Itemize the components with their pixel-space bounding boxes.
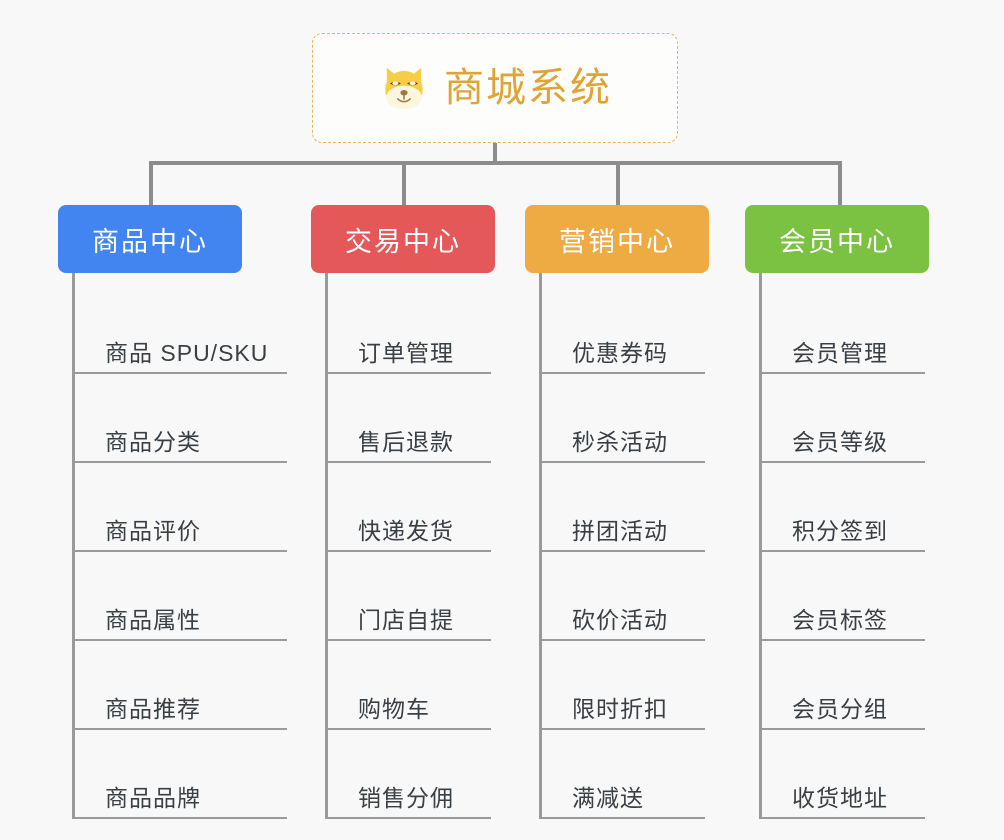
list-item[interactable]: 商品品牌 — [75, 730, 287, 819]
connector-drop-4 — [838, 161, 842, 207]
leaf-label: 收货地址 — [792, 784, 888, 811]
leaf-label: 商品推荐 — [105, 695, 201, 722]
leaf-label: 商品属性 — [105, 606, 201, 633]
list-item[interactable]: 售后退款 — [328, 374, 491, 463]
list-item[interactable]: 优惠券码 — [542, 285, 705, 374]
root-node[interactable]: 商城系统 — [312, 33, 678, 143]
list-item[interactable]: 积分签到 — [762, 463, 925, 552]
category-header-1[interactable]: 商品中心 — [58, 205, 242, 273]
connector-drop-3 — [616, 161, 620, 207]
shiba-dog-face-icon — [385, 67, 423, 110]
list-item[interactable]: 商品 SPU/SKU — [75, 285, 287, 374]
leaf-label: 砍价活动 — [572, 606, 668, 633]
category-column-3: 营销中心 优惠券码 秒杀活动 拼团活动 砍价活动 限时折扣 满减送 — [525, 205, 709, 819]
connector-drop-1 — [149, 161, 153, 207]
leaf-label: 秒杀活动 — [572, 428, 668, 455]
list-item[interactable]: 会员分组 — [762, 641, 925, 730]
leaf-label: 限时折扣 — [572, 695, 668, 722]
leaf-label: 商品评价 — [105, 517, 201, 544]
leaf-label: 销售分佣 — [358, 784, 454, 811]
category-column-1: 商品中心 商品 SPU/SKU 商品分类 商品评价 商品属性 商品推荐 商品品牌 — [58, 205, 287, 819]
category-header-1-label: 商品中心 — [92, 226, 208, 257]
category-header-3[interactable]: 营销中心 — [525, 205, 709, 273]
list-item[interactable]: 会员标签 — [762, 552, 925, 641]
leaf-list-4: 会员管理 会员等级 积分签到 会员标签 会员分组 收货地址 — [759, 273, 929, 819]
category-header-2[interactable]: 交易中心 — [311, 205, 495, 273]
connector-horizontal-bus — [149, 161, 842, 165]
leaf-label: 会员分组 — [792, 695, 888, 722]
leaf-label: 商品 SPU/SKU — [105, 339, 269, 366]
list-item[interactable]: 订单管理 — [328, 285, 491, 374]
list-item[interactable]: 砍价活动 — [542, 552, 705, 641]
leaf-label: 会员等级 — [792, 428, 888, 455]
category-column-2: 交易中心 订单管理 售后退款 快递发货 门店自提 购物车 销售分佣 — [311, 205, 495, 819]
list-item[interactable]: 销售分佣 — [328, 730, 491, 819]
list-item[interactable]: 会员管理 — [762, 285, 925, 374]
list-item[interactable]: 商品分类 — [75, 374, 287, 463]
category-header-4[interactable]: 会员中心 — [745, 205, 929, 273]
leaf-list-1: 商品 SPU/SKU 商品分类 商品评价 商品属性 商品推荐 商品品牌 — [72, 273, 287, 819]
category-header-2-label: 交易中心 — [345, 226, 461, 257]
leaf-label: 购物车 — [358, 695, 430, 722]
list-item[interactable]: 收货地址 — [762, 730, 925, 819]
category-header-4-label: 会员中心 — [779, 226, 895, 257]
list-item[interactable]: 商品推荐 — [75, 641, 287, 730]
leaf-label: 满减送 — [572, 784, 644, 811]
category-header-3-label: 营销中心 — [559, 226, 675, 257]
leaf-list-2: 订单管理 售后退款 快递发货 门店自提 购物车 销售分佣 — [325, 273, 495, 819]
list-item[interactable]: 会员等级 — [762, 374, 925, 463]
leaf-label: 商品品牌 — [105, 784, 201, 811]
connector-root-stem — [493, 143, 497, 165]
list-item[interactable]: 购物车 — [328, 641, 491, 730]
root-title: 商城系统 — [444, 66, 612, 110]
leaf-label: 订单管理 — [358, 339, 454, 366]
list-item[interactable]: 秒杀活动 — [542, 374, 705, 463]
connector-drop-2 — [402, 161, 406, 207]
category-column-4: 会员中心 会员管理 会员等级 积分签到 会员标签 会员分组 收货地址 — [745, 205, 929, 819]
leaf-label: 商品分类 — [105, 428, 201, 455]
leaf-label: 优惠券码 — [572, 339, 668, 366]
list-item[interactable]: 拼团活动 — [542, 463, 705, 552]
leaf-label: 拼团活动 — [572, 517, 668, 544]
list-item[interactable]: 商品属性 — [75, 552, 287, 641]
list-item[interactable]: 商品评价 — [75, 463, 287, 552]
leaf-label: 门店自提 — [358, 606, 454, 633]
list-item[interactable]: 满减送 — [542, 730, 705, 819]
leaf-label: 快递发货 — [358, 517, 454, 544]
list-item[interactable]: 限时折扣 — [542, 641, 705, 730]
list-item[interactable]: 门店自提 — [328, 552, 491, 641]
leaf-list-3: 优惠券码 秒杀活动 拼团活动 砍价活动 限时折扣 满减送 — [539, 273, 709, 819]
leaf-label: 售后退款 — [358, 428, 454, 455]
leaf-label: 会员标签 — [792, 606, 888, 633]
leaf-label: 会员管理 — [792, 339, 888, 366]
leaf-label: 积分签到 — [792, 517, 888, 544]
list-item[interactable]: 快递发货 — [328, 463, 491, 552]
